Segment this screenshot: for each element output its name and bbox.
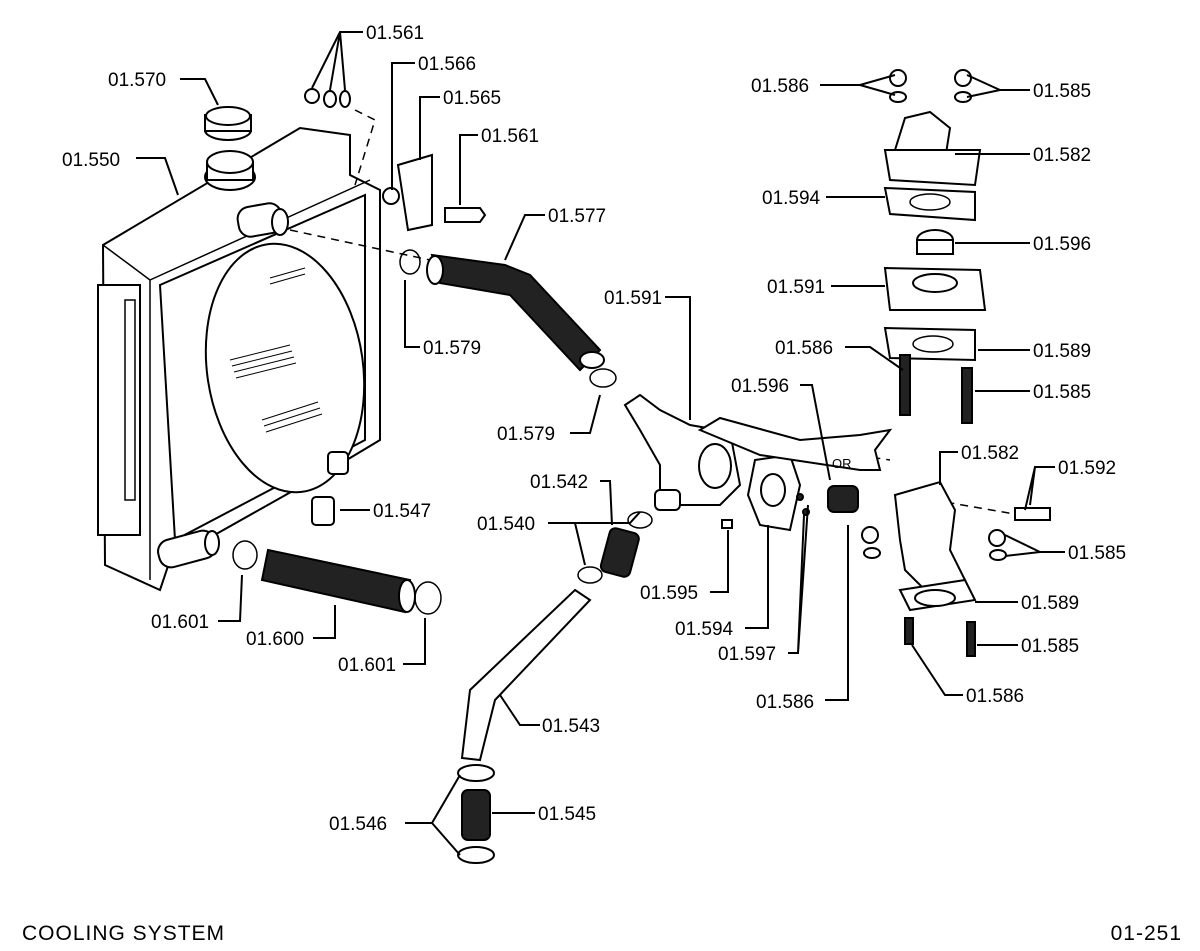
bypass-hose (460, 511, 653, 762)
label-01582-lower: 01.582 (961, 443, 1019, 464)
label-01601-right: 01.601 (338, 655, 396, 676)
page-reference: 01-251 (1110, 922, 1182, 945)
label-01595: 01.595 (640, 583, 698, 604)
label-01601-left: 01.601 (151, 612, 209, 633)
label-01542: 01.542 (530, 472, 588, 493)
label-01585-top: 01.585 (1033, 81, 1091, 102)
part-labels: 01.570 01.550 01.561 01.566 01.565 01.56… (62, 23, 1126, 835)
thermostat-housing-upper (883, 69, 987, 424)
label-01585-stud: 01.585 (1033, 382, 1091, 403)
label-01561-top: 01.561 (366, 23, 424, 44)
or-label: OR (832, 456, 852, 471)
label-01589-top: 01.589 (1033, 341, 1091, 362)
label-01579-mid: 01.579 (497, 424, 555, 445)
core-hatching (229, 267, 323, 433)
label-01585-nut: 01.585 (1068, 543, 1126, 564)
radiator-drawing (97, 106, 381, 592)
label-01582-top: 01.582 (1033, 145, 1091, 166)
label-01565: 01.565 (443, 88, 501, 109)
label-01546: 01.546 (329, 814, 387, 835)
label-01577: 01.577 (548, 206, 606, 227)
outlet-elbow-right (861, 480, 1051, 657)
label-01591-pump: 01.591 (604, 288, 662, 309)
label-01586-lower: 01.586 (966, 686, 1024, 707)
label-01547: 01.547 (373, 501, 431, 522)
label-01561-bolt: 01.561 (481, 126, 539, 147)
label-01596-pump: 01.596 (731, 376, 789, 397)
label-01586-pump: 01.586 (756, 692, 814, 713)
label-01540: 01.540 (477, 514, 535, 535)
upper-hose (399, 249, 617, 388)
label-01600: 01.600 (246, 629, 304, 650)
label-01543: 01.543 (542, 716, 600, 737)
label-01550: 01.550 (62, 150, 120, 171)
thermostat-housing-lower (623, 393, 802, 532)
leader-lines (136, 31, 1065, 856)
page-title: COOLING SYSTEM (22, 922, 226, 945)
label-01591-top: 01.591 (767, 277, 825, 298)
lower-hose (232, 540, 442, 615)
hose-clips-bottom (457, 764, 495, 864)
label-01586-stud: 01.586 (775, 338, 833, 359)
label-01589-lower: 01.589 (1021, 593, 1079, 614)
label-01594-pump: 01.594 (675, 619, 734, 640)
label-01586-top: 01.586 (751, 76, 809, 97)
label-01545: 01.545 (538, 804, 596, 825)
thermostat (796, 485, 859, 516)
label-01570: 01.570 (108, 70, 166, 91)
drain-tap (311, 496, 335, 526)
label-01585-lower-stud: 01.585 (1021, 636, 1079, 657)
label-01592: 01.592 (1058, 458, 1116, 479)
label-01596-top: 01.596 (1033, 234, 1091, 255)
label-01566: 01.566 (418, 54, 476, 75)
label-01579-top: 01.579 (423, 338, 481, 359)
label-01594-top: 01.594 (762, 188, 821, 209)
radiator-fasteners (304, 88, 487, 232)
label-01597: 01.597 (718, 644, 776, 665)
